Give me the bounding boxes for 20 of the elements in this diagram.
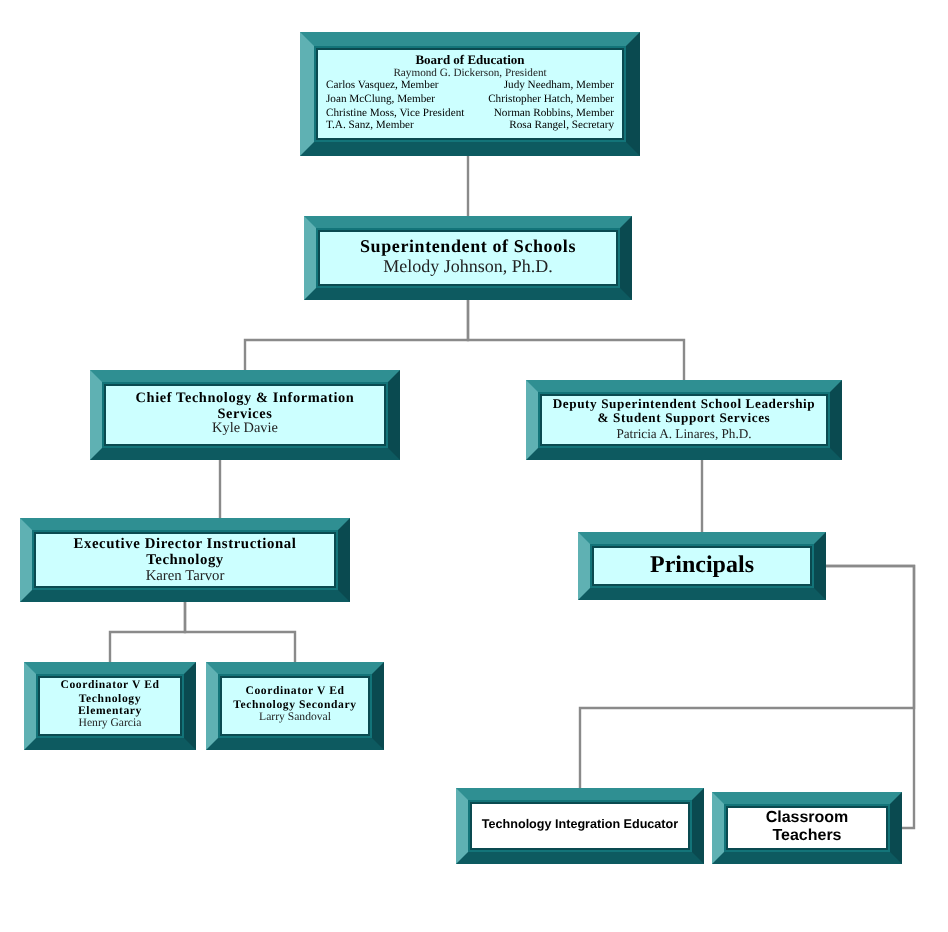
org-box [578, 532, 826, 600]
org-box [300, 32, 640, 156]
connector-line [466, 156, 470, 216]
org-box [526, 380, 842, 460]
org-box [24, 662, 196, 750]
org-box [304, 216, 632, 300]
position-label: Principals [649, 552, 754, 580]
org-box [456, 788, 704, 864]
person-name: Melody Johnson, Ph.D. [383, 258, 553, 278]
org-box [20, 518, 350, 602]
connector-line [700, 460, 704, 532]
position-title: Superintendent of Schools [359, 238, 577, 258]
connector-line [183, 602, 297, 662]
connector-line [218, 460, 222, 518]
org-box [206, 662, 384, 750]
position-label: Classroom Teachers [763, 810, 851, 846]
org-box [90, 370, 400, 460]
org-box [712, 792, 902, 864]
connector-line [466, 300, 686, 380]
connector-line [826, 564, 916, 830]
